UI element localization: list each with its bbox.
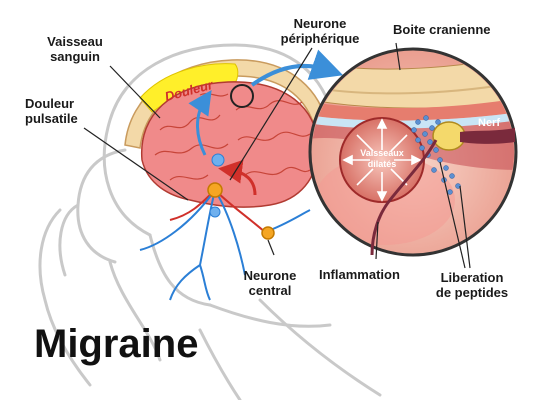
- vaisseau-line-1: Vaisseau: [47, 34, 103, 49]
- neurone-c-line-1: Neurone: [243, 268, 297, 283]
- leader-lines: [83, 42, 471, 269]
- boite-text: Boite cranienne: [393, 22, 491, 37]
- blue-node-2: [209, 206, 221, 218]
- label-douleur-pulsatile: Douleur pulsatile: [25, 96, 105, 126]
- nerf-label: Nerf: [478, 117, 500, 129]
- neuron-central: [261, 226, 275, 240]
- peptides: [411, 115, 461, 195]
- vaisseau-line-2: sanguin: [50, 49, 100, 64]
- neurone-c-line-2: central: [248, 283, 292, 298]
- neurone-p-line-1: Neurone: [293, 16, 347, 31]
- blue-arrow-brain: [188, 90, 212, 156]
- label-neurone-peripherique: Neurone périphérique: [272, 16, 368, 46]
- red-arrow-brain: [218, 159, 257, 196]
- vaisseaux-dilates-label-2: dilatés: [368, 159, 397, 169]
- page-title: Migraine: [34, 322, 199, 366]
- label-inflammation: Inflammation: [319, 267, 419, 282]
- zoom-source-circle: [230, 84, 254, 108]
- vaisseaux-dilates-label-1: Vaisseaux: [360, 148, 404, 158]
- neuron-peripheral: [207, 182, 223, 198]
- douleur-line-2: pulsatile: [25, 111, 78, 126]
- inflammation-text: Inflammation: [319, 267, 400, 282]
- blue-node-1: [211, 153, 225, 167]
- liberation-line-1: Liberation: [440, 270, 504, 285]
- label-boite-cranienne: Boite cranienne: [393, 22, 523, 37]
- label-vaisseau-sanguin: Vaisseau sanguin: [35, 34, 115, 64]
- label-neurone-central: Neurone central: [230, 268, 310, 298]
- zoom-arrow: [250, 49, 344, 87]
- neurone-p-line-2: périphérique: [280, 31, 360, 46]
- zoom-view: [308, 47, 518, 257]
- dilation-arrows: [342, 118, 422, 202]
- head-silhouette: [38, 43, 382, 402]
- douleur-line-1: Douleur: [25, 96, 75, 111]
- label-liberation-peptides: Liberation de peptides: [420, 270, 524, 300]
- liberation-line-2: de peptides: [435, 285, 509, 300]
